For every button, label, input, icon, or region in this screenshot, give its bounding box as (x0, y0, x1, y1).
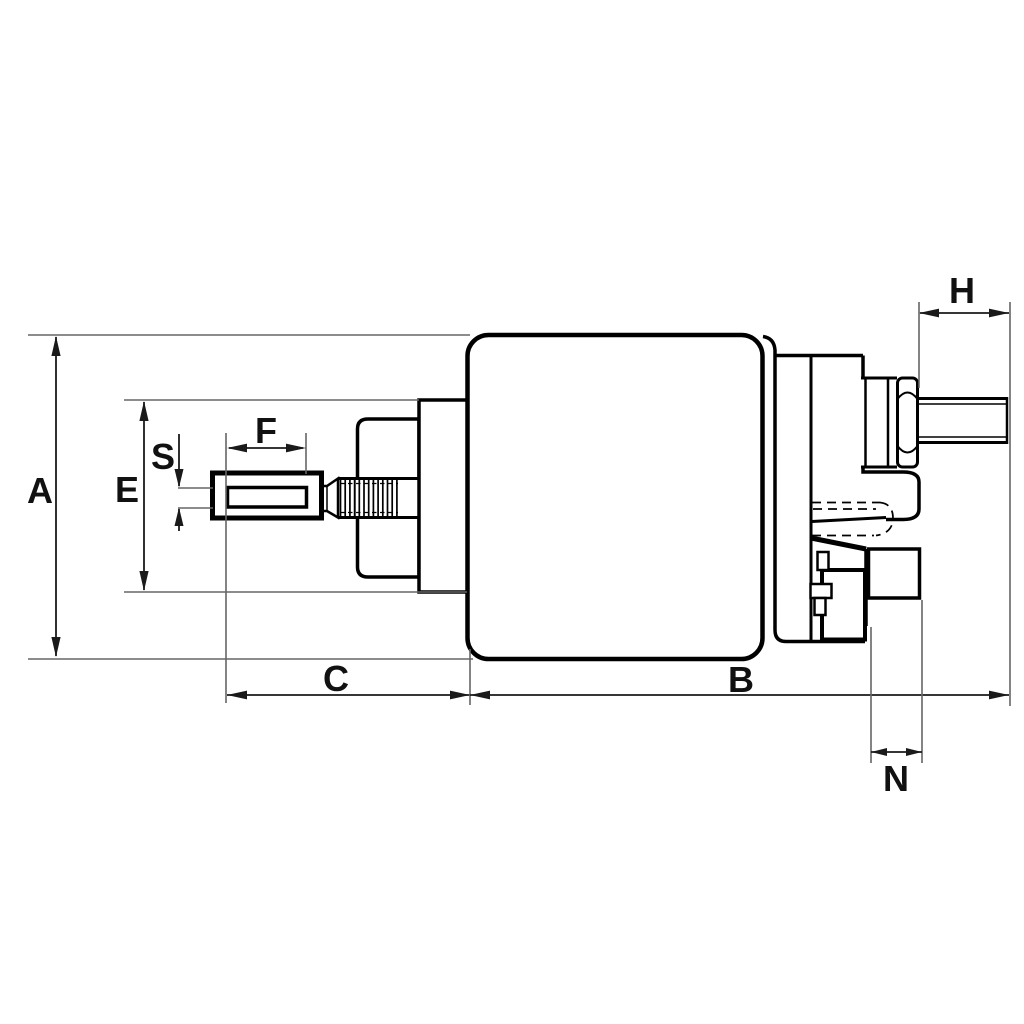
reference-lines (28, 334, 473, 660)
dim-N (870, 600, 923, 763)
dim-label-h: H (949, 270, 975, 311)
lower-terminal-block-right (866, 547, 922, 600)
dim-label-f: F (255, 410, 277, 451)
dim-B (469, 302, 1011, 706)
hex-nut (896, 376, 919, 469)
plunger (210, 470, 324, 521)
dim-label-b: B (728, 659, 754, 700)
dim-S (174, 434, 213, 531)
plunger-fork-slot (225, 485, 309, 509)
terminal-bracket-tab (811, 467, 921, 523)
spade-terminal-hidden (812, 501, 894, 537)
dim-H (918, 302, 1009, 388)
solenoid-body (465, 332, 765, 662)
dim-label-n: N (883, 758, 909, 799)
dim-E (139, 401, 149, 591)
dim-label-c: C (323, 658, 349, 699)
lower-terminal-assembly (809, 535, 922, 642)
terminal-screw-head (809, 582, 833, 600)
dimension-labels: A E S F C B H N (27, 270, 975, 799)
terminal-screw-top (816, 550, 830, 572)
terminal-screw-stem (813, 596, 827, 617)
dim-F (225, 433, 307, 703)
terminal-stud-assembly (861, 376, 1009, 469)
dim-C (227, 690, 470, 700)
mounting-flange (417, 398, 470, 594)
dim-label-s: S (151, 436, 175, 477)
terminal-stud (918, 397, 1009, 444)
dim-A (51, 336, 61, 657)
dim-label-a: A (27, 470, 53, 511)
lower-terminal-block (820, 568, 867, 642)
dim-label-e: E (115, 469, 139, 510)
